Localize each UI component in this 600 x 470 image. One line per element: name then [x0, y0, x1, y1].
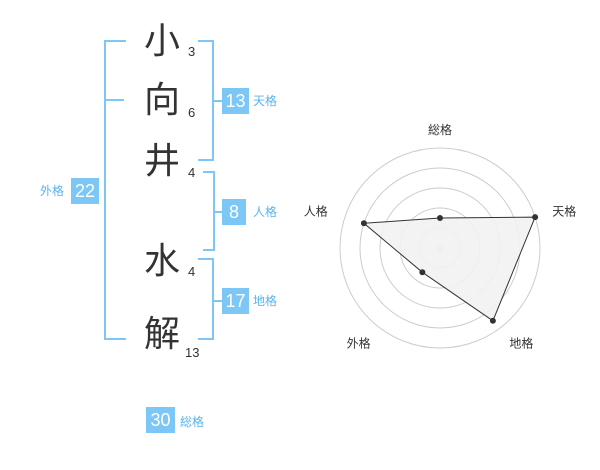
stroke-count-2: 6 — [188, 105, 196, 120]
chikaku-value: 17 — [222, 288, 249, 314]
name-char-2: 向 — [143, 80, 180, 121]
gaikaku-value: 22 — [71, 178, 99, 204]
name-char-3: 井 — [143, 141, 180, 182]
chikaku-label: 地格 — [253, 294, 278, 308]
name-char-5: 解 — [143, 314, 180, 355]
soukaku-value: 30 — [146, 407, 175, 433]
stroke-count-1: 3 — [188, 44, 196, 59]
radar-point-0 — [437, 215, 443, 221]
name-char-1: 小 — [143, 21, 180, 62]
radar-polygon — [362, 216, 536, 322]
tenkaku-label: 天格 — [253, 94, 278, 108]
jinkaku-value: 8 — [222, 199, 246, 225]
jinkaku-connector — [213, 211, 222, 213]
radar-axis-label-1: 天格 — [552, 204, 576, 219]
chikaku-connector — [212, 300, 222, 302]
radar-axis-label-2: 地格 — [509, 335, 533, 350]
soukaku-label: 総格 — [180, 415, 205, 429]
radar-point-1 — [532, 214, 539, 221]
stroke-count-5: 13 — [185, 345, 200, 360]
radar-axis-label-3: 外格 — [347, 335, 371, 350]
bracket-tick — [104, 99, 124, 101]
radar-axis-label-4: 人格 — [304, 204, 328, 219]
tenkaku-connector — [212, 100, 222, 102]
jinkaku-label: 人格 — [253, 205, 278, 219]
radar-axis-label-0: 総格 — [428, 122, 452, 137]
stroke-count-3: 4 — [188, 165, 196, 180]
name-char-4: 水 — [143, 241, 180, 282]
radar-grid-ring — [339, 147, 541, 349]
tenkaku-value: 13 — [222, 88, 249, 114]
radar-point-3 — [419, 269, 426, 276]
gaikaku-bracket — [104, 40, 126, 340]
radar-point-4 — [360, 220, 367, 227]
radar-point-2 — [489, 317, 496, 324]
gaikaku-label: 外格 — [40, 184, 65, 198]
stroke-count-4: 4 — [188, 264, 196, 279]
chikaku-bracket — [198, 258, 214, 340]
